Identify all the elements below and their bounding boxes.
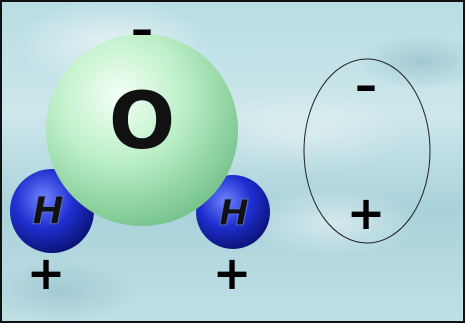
dipole-positive-pole: +	[346, 186, 386, 240]
hydrogen-right-label: H	[219, 193, 249, 234]
oxygen-negative-charge: –	[131, 4, 153, 55]
dipole-negative-pole: –	[355, 60, 377, 111]
oxygen-label: O	[109, 77, 175, 167]
hydrogen-left-positive-charge: +	[26, 246, 66, 300]
hydrogen-right-positive-charge: +	[212, 246, 252, 300]
hydrogen-atom-right: H	[196, 175, 270, 249]
oxygen-atom: O	[46, 34, 238, 226]
dipole-ellipse	[303, 58, 431, 244]
hydrogen-left-label: H	[32, 189, 64, 233]
water-molecule-diagram: H H O	[10, 34, 431, 253]
